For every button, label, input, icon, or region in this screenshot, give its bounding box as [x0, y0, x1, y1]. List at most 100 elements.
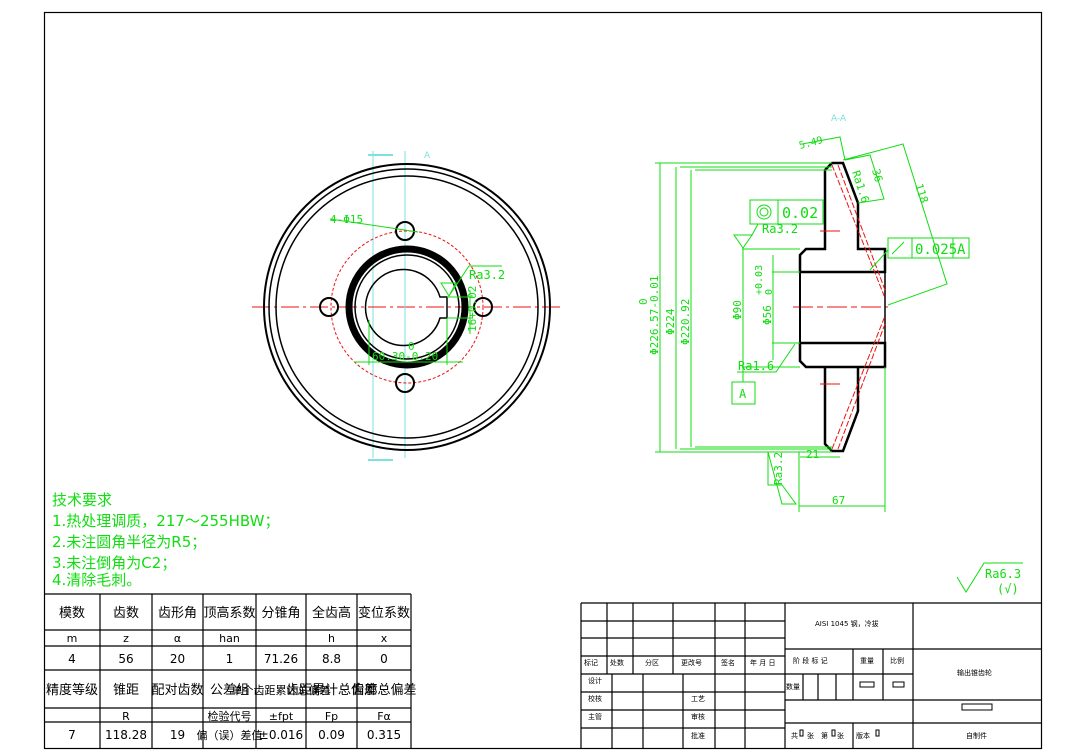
table-cell-row1-symbols: m — [67, 632, 78, 645]
bolt-hole — [319, 297, 339, 317]
table-cell-row1-values: 56 — [118, 652, 133, 666]
label-sheet-no: 第 — [821, 731, 828, 740]
table-cell-row2-symbols: 检验代号 — [208, 709, 252, 723]
label-sheets-total: 共 — [791, 731, 798, 740]
root-circle — [275, 175, 539, 439]
table-cell-row1-headers: 齿形角 — [158, 606, 197, 621]
keyway-width: 16+0.02 — [466, 286, 479, 332]
section-view: A-A 0 Φ226.57-0.01 Φ224 Φ220.92 Φ90 +0.0… — [637, 114, 970, 512]
dia-outer: Φ226.57-0.01 — [648, 276, 661, 355]
header-count: 处数 — [610, 658, 624, 667]
table-cell-row1-headers: 顶高系数 — [203, 605, 255, 621]
bolt-hole — [395, 373, 415, 393]
face-roughness: Ra3.2 — [762, 222, 798, 236]
table-cell-row2-values: 118.28 — [105, 728, 147, 742]
header-change-no: 更改号 — [681, 658, 702, 667]
hub-inner — [354, 254, 460, 360]
table-cell-row1-values: 1 — [226, 652, 234, 666]
bore-with-keyway — [364, 268, 448, 347]
label-weight: 重量 — [860, 657, 874, 665]
label-version: 版本 — [856, 731, 870, 740]
table-cell-row2-values: 0.315 — [367, 728, 401, 742]
label-sheet-unit: 张 — [837, 731, 844, 740]
section-arrows — [368, 154, 393, 461]
pitch-lines — [831, 164, 886, 450]
header-signature: 签名 — [721, 658, 735, 667]
label-scale: 比例 — [890, 656, 904, 665]
back-roughness: Ra3.2 — [772, 452, 785, 485]
label-sheets-unit: 张 — [807, 731, 814, 740]
table-cell-row1-symbols: α — [174, 632, 181, 645]
table-cell-row1-symbols: h — [328, 632, 335, 645]
table-cell-row2-values: 19 — [170, 728, 185, 742]
keyway-depth: 60.30-0.20 — [372, 350, 438, 363]
label-quantity: 数量 — [786, 682, 800, 691]
gear-section-bottom — [798, 341, 887, 453]
dia-224: Φ224 — [664, 308, 677, 335]
table-cell-row2-headers: 精度等级 — [46, 682, 98, 698]
requirement-item: 1.热处理调质，217～255HBW； — [52, 512, 279, 530]
table-cell-row2-symbols: Fα — [377, 710, 391, 723]
table-cell-row1-values: 0 — [380, 652, 388, 666]
dim-5-49: 5.49 — [798, 135, 824, 152]
dia-outer-upper: 0 — [637, 298, 650, 305]
bolt-hole — [473, 297, 493, 317]
outer-circle — [263, 163, 551, 451]
label-design: 设计 — [588, 676, 602, 685]
table-cell-row2-headers: 公差组 — [210, 683, 249, 698]
label-approve: 批准 — [691, 731, 705, 740]
table-cell-row1-values: 4 — [68, 652, 76, 666]
table-cell-row1-headers: 全齿高 — [312, 605, 351, 621]
concentricity-frame — [749, 199, 824, 225]
front-view: A 4-Φ15 Ra3.2 16+0.02 0 60.30-0.20 — [252, 151, 560, 461]
header-mark: 标记 — [584, 658, 598, 667]
table-cell-row1-headers: 模数 — [59, 606, 85, 621]
table-cell-row2-values: 0.09 — [318, 728, 345, 742]
general-roughness-symbol: Ra6.3 (√) — [956, 562, 1023, 596]
bore-tol-lower: 0 — [764, 289, 775, 295]
part-name: 输出锥齿轮 — [957, 668, 992, 677]
label-review: 审核 — [691, 712, 705, 721]
table-cell-row1-headers: 齿数 — [113, 606, 139, 621]
material: AISI 1045 钢，冷拔 — [815, 619, 879, 628]
title-block: AISI 1045 钢，冷拔 输出锥齿轮 标记 处数 分区 更改号 签名 年 月… — [580, 602, 1041, 748]
section-marker: A — [424, 151, 431, 161]
dia-90: Φ90 — [731, 300, 744, 320]
table-cell-row2-headers: 齿廓总偏差 — [351, 682, 416, 698]
requirements-title: 技术要求 — [52, 491, 112, 509]
table-cell-row1-values: 71.26 — [264, 652, 298, 666]
part-source: 自制件 — [966, 731, 987, 740]
general-roughness-note: (√) — [997, 582, 1019, 596]
table-cell-row2-headers: 单个齿距累计总偏差 — [232, 683, 331, 697]
technical-requirements: 技术要求 1.热处理调质，217～255HBW； 2.未注圆角半径为R5； 3.… — [52, 491, 279, 589]
table-cell-row2-symbols: ±fpt — [269, 710, 294, 723]
keyway-depth-upper: 0 — [408, 340, 415, 353]
general-roughness-value: Ra6.3 — [985, 567, 1021, 581]
table-cell-row2-headers: 配对齿数 — [151, 683, 203, 698]
front-roughness: Ra3.2 — [469, 268, 505, 282]
drawing-border — [43, 11, 1043, 750]
table-cell-row1-headers: 分锥角 — [261, 606, 300, 621]
bolt-circle — [330, 230, 484, 384]
hole-callout: 4-Φ15 — [330, 213, 363, 226]
table-cell-row1-values: 8.8 — [322, 652, 341, 666]
dia-56: Φ56 — [761, 305, 774, 325]
table-cell-row2-symbols: R — [122, 710, 130, 723]
table-cell-row2-headers: 锥距 — [113, 683, 139, 698]
bore-tol-upper: +0.03 — [754, 265, 765, 295]
header-zone: 分区 — [645, 658, 659, 667]
dim-67: 67 — [832, 494, 845, 507]
table-cell-row1-values: 20 — [170, 652, 185, 666]
dim-21: 21 — [806, 448, 819, 461]
table-cell-row2-values: ±0.016 — [259, 728, 303, 742]
requirement-item: 4.清除毛刺。 — [52, 571, 141, 589]
table-cell-row2-symbols: Fp — [325, 710, 338, 723]
header-date: 年 月 日 — [750, 658, 775, 667]
tip-circle — [268, 168, 546, 446]
table-cell-row2-values: 7 — [68, 728, 76, 742]
table-cell-row1-headers: 变位系数 — [358, 605, 410, 621]
table-cell-row1-symbols: z — [123, 632, 129, 645]
dia-220-92: Φ220.92 — [679, 299, 692, 345]
